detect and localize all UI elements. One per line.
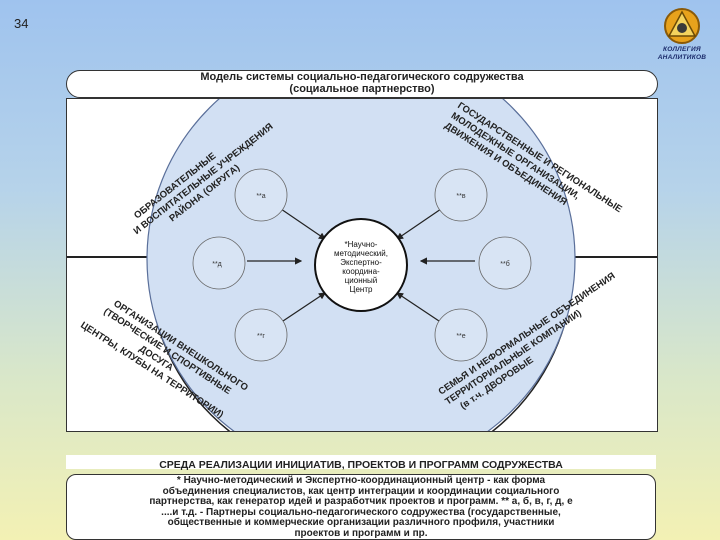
logo-text-line1: КОЛЛЕГИЯ xyxy=(663,46,701,53)
slide-number: 34 xyxy=(14,16,29,31)
node-label-b: **б xyxy=(500,260,509,268)
note-line: партнерства, как генератор идей и разраб… xyxy=(149,496,573,508)
note-line: общественные и коммерческие организации … xyxy=(167,517,555,529)
logo: КОЛЛЕГИЯ АНАЛИТИКОВ xyxy=(646,6,718,72)
diagram-panel: **а **в **д **б **г **е *Научно- методич… xyxy=(66,44,658,478)
title-line1: Модель системы социально-педагогического… xyxy=(200,71,524,83)
center-line5: ционный xyxy=(345,276,378,285)
center-line6: Центр xyxy=(350,285,373,294)
title-line2: (социальное партнерство) xyxy=(289,83,435,95)
environment-label-panel: СРЕДА РЕАЛИЗАЦИИ ИНИЦИАТИВ, ПРОЕКТОВ И П… xyxy=(66,455,656,471)
center-circle xyxy=(314,218,408,312)
environment-label: СРЕДА РЕАЛИЗАЦИИ ИНИЦИАТИВ, ПРОЕКТОВ И П… xyxy=(159,459,563,471)
partner-node-a xyxy=(234,168,288,222)
center-line3: Экспертно- xyxy=(340,258,382,267)
node-label-d: **д xyxy=(212,261,222,268)
logo-emblem-icon xyxy=(664,8,700,44)
note-line: ....и т.д. - Партнеры социально-педагоги… xyxy=(161,506,561,518)
note-line: проектов и программ и пр. xyxy=(294,527,428,539)
notes-panel: * Научно-методический и Экспертно-коорди… xyxy=(66,474,656,540)
node-label-e: **е xyxy=(456,333,465,340)
model-diagram: **а **в **д **б **г **е *Научно- методич… xyxy=(67,44,657,478)
partner-node-d xyxy=(192,236,246,290)
partner-node-e xyxy=(434,308,488,362)
note-line: объединения специалистов, как центр инте… xyxy=(162,485,560,497)
node-label-v: **в xyxy=(456,193,465,200)
partner-node-v xyxy=(434,168,488,222)
center-line1: *Научно- xyxy=(345,240,378,249)
node-label-g: **г xyxy=(257,333,265,340)
title-panel: Модель системы социально-педагогического… xyxy=(66,70,658,98)
partner-node-b xyxy=(478,236,532,290)
node-label-a: **а xyxy=(256,193,265,200)
center-line4: координа- xyxy=(342,267,380,276)
partner-node-g xyxy=(234,308,288,362)
logo-text-line2: АНАЛИТИКОВ xyxy=(657,54,707,61)
center-line2: методический, xyxy=(334,249,388,258)
note-line: * Научно-методический и Экспертно-коорди… xyxy=(176,475,546,486)
